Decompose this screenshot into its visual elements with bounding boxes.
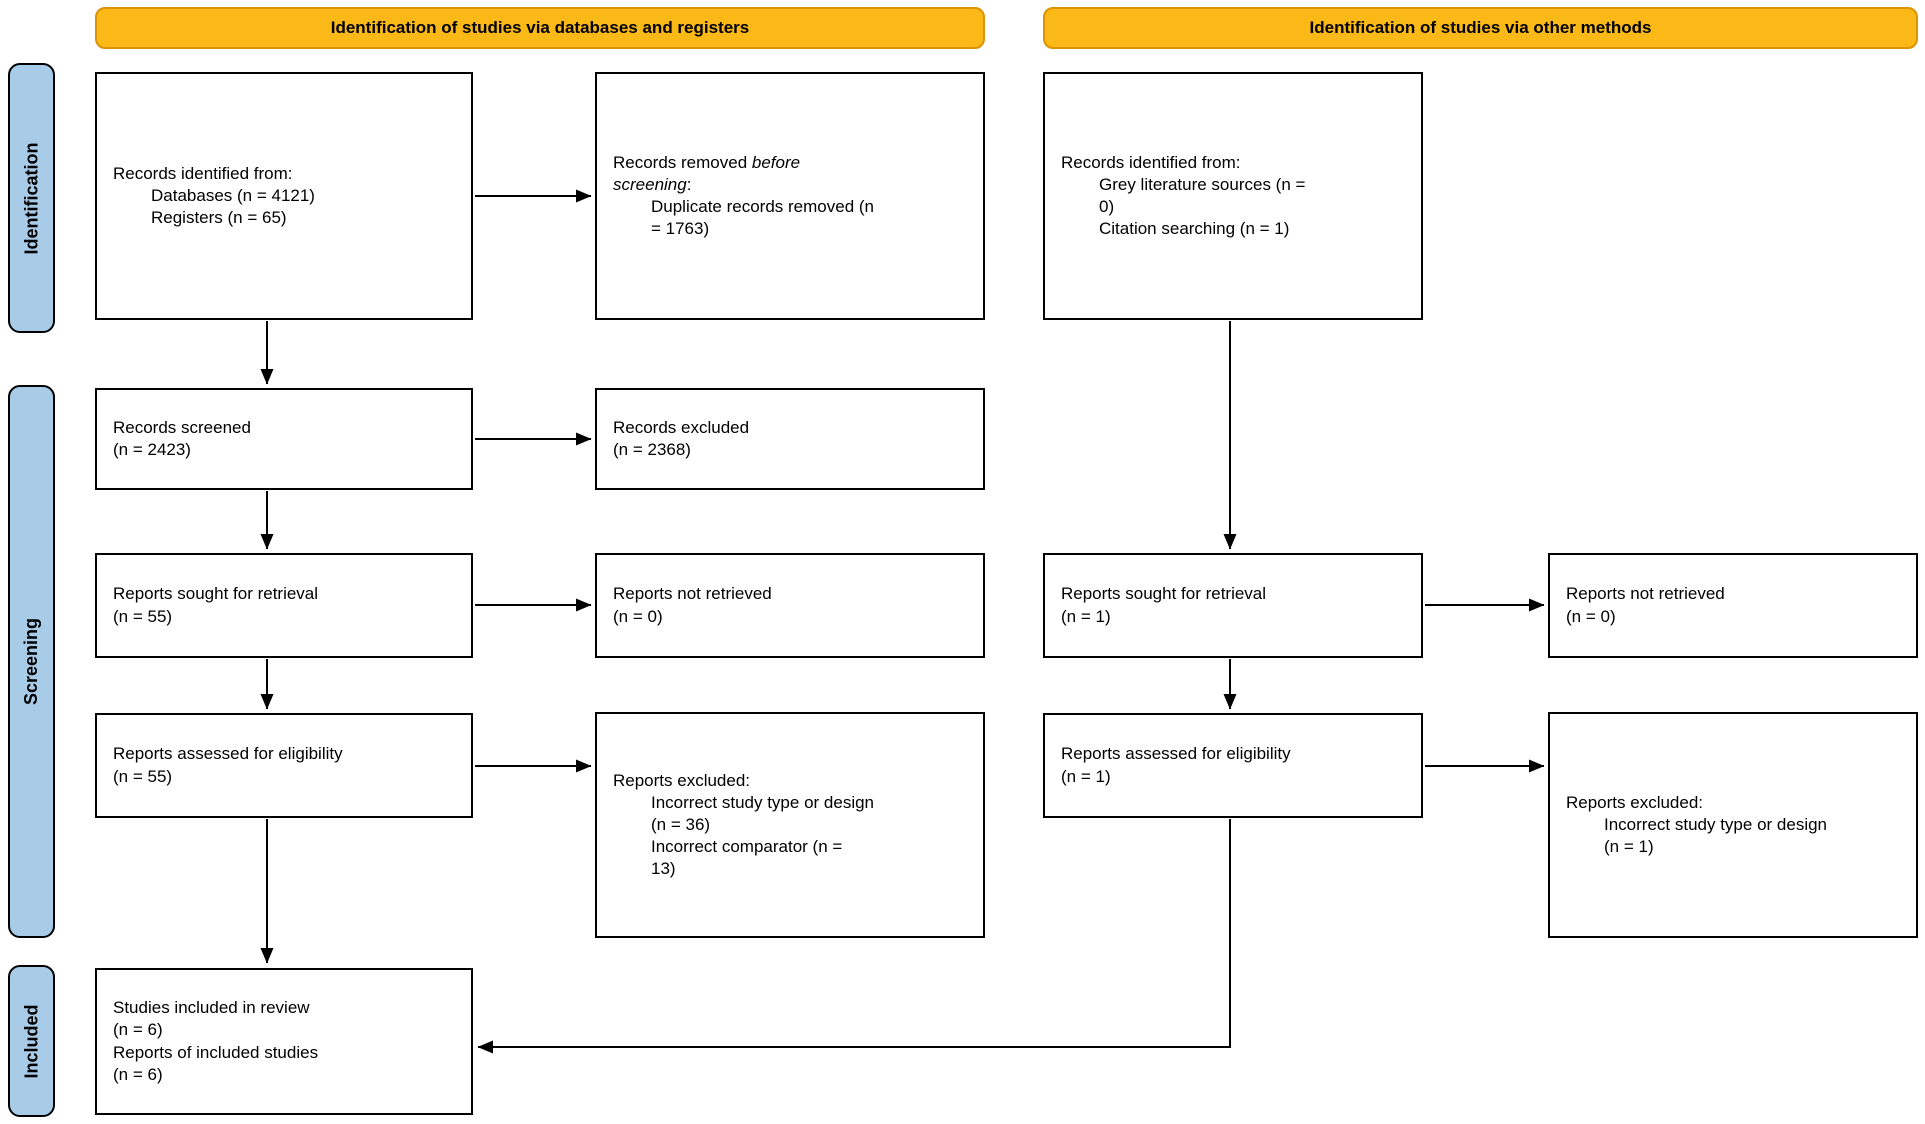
text-line: Duplicate records removed (n — [651, 197, 874, 216]
phase-bar-screening: Screening — [8, 385, 55, 938]
text-line: Reports of included studies — [113, 1042, 319, 1062]
box-reports-excluded-other: Reports excluded: Incorrect study type o… — [1548, 712, 1918, 938]
text-line: (n = 0) — [1566, 606, 1616, 626]
box-reports-assessed-other: Reports assessed for eligibility (n = 1) — [1043, 713, 1423, 818]
text-line: Grey literature sources (n = — [1099, 174, 1306, 194]
text-line: Reports sought for retrieval — [1061, 584, 1267, 604]
text-span: : — [686, 174, 692, 194]
box-reports-sought-other: Reports sought for retrieval (n = 1) — [1043, 553, 1423, 658]
box-reports-excluded-databases: Reports excluded: Incorrect study type o… — [595, 712, 985, 938]
text-line: Incorrect comparator (n = — [651, 837, 843, 857]
text-line: Citation searching (n = 1) — [1099, 219, 1290, 239]
text-line: (n = 6) — [113, 1064, 163, 1084]
text-line: Reports excluded: — [1566, 792, 1704, 812]
text-line: Records screened — [113, 417, 251, 437]
text-line: 13) — [651, 859, 676, 879]
box-records-excluded: Records excluded (n = 2368) — [595, 388, 985, 490]
text-line: (n = 55) — [113, 766, 173, 786]
phase-bar-included: Included — [8, 965, 55, 1117]
phase-bar-identification: Identification — [8, 63, 55, 333]
box-records-removed-before-screening: Records removed before screening: Duplic… — [595, 72, 985, 320]
text-line: (n = 2368) — [613, 440, 691, 459]
text-span-italic: before — [751, 152, 801, 172]
text-span: Records removed — [613, 152, 752, 172]
header-other-methods-label: Identification of studies via other meth… — [1309, 18, 1652, 37]
phase-included-label: Included — [21, 1003, 42, 1079]
box-records-identified-other: Records identified from: Grey literature… — [1043, 72, 1423, 320]
text-line: Reports sought for retrieval — [113, 584, 319, 604]
text-line: (n = 1) — [1604, 837, 1654, 857]
text-line: = 1763) — [651, 219, 710, 239]
header-other-methods: Identification of studies via other meth… — [1043, 7, 1918, 49]
text-line: (n = 2423) — [113, 440, 191, 459]
text-line: Reports not retrieved — [613, 584, 772, 604]
text-line: (n = 0) — [613, 606, 663, 626]
text-line: Databases (n = 4121) — [151, 185, 315, 205]
box-studies-included: Studies included in review (n = 6) Repor… — [95, 968, 473, 1115]
text-line: Reports excluded: — [613, 770, 751, 790]
text-line: (n = 6) — [113, 1020, 163, 1040]
text-line: Records removed before — [613, 152, 975, 174]
box-reports-not-retrieved-other: Reports not retrieved (n = 0) — [1548, 553, 1918, 658]
text-line: 0) — [1099, 197, 1115, 216]
text-line: Records excluded — [613, 417, 750, 437]
text-line: Reports not retrieved — [1566, 584, 1725, 604]
text-line: (n = 55) — [113, 606, 173, 626]
text-line: Incorrect study type or design — [651, 792, 875, 812]
box-reports-assessed-databases: Reports assessed for eligibility (n = 55… — [95, 713, 473, 818]
header-databases-registers: Identification of studies via databases … — [95, 7, 985, 49]
text-line: Studies included in review — [113, 998, 310, 1018]
box-records-screened: Records screened (n = 2423) — [95, 388, 473, 490]
text-line: (n = 36) — [651, 814, 711, 834]
text-line: Reports assessed for eligibility — [113, 744, 343, 764]
text-line: Registers (n = 65) — [151, 208, 287, 228]
phase-screening-label: Screening — [21, 617, 41, 706]
text-line: Incorrect study type or design — [1604, 814, 1828, 834]
text-line: Reports assessed for eligibility — [1061, 744, 1291, 764]
text-line: Records identified from: — [1061, 152, 1241, 172]
header-databases-registers-label: Identification of studies via databases … — [330, 18, 750, 37]
box-reports-not-retrieved-databases: Reports not retrieved (n = 0) — [595, 553, 985, 658]
text-line: (n = 1) — [1061, 606, 1111, 626]
box-reports-sought-databases: Reports sought for retrieval (n = 55) — [95, 553, 473, 658]
box-records-identified-databases: Records identified from: Databases (n = … — [95, 72, 473, 320]
text-span-italic: screening — [613, 174, 687, 194]
text-line: Records identified from: — [113, 163, 293, 183]
phase-identification-label: Identification — [21, 142, 41, 254]
text-line: screening: — [613, 174, 975, 196]
text-line: (n = 1) — [1061, 766, 1111, 786]
